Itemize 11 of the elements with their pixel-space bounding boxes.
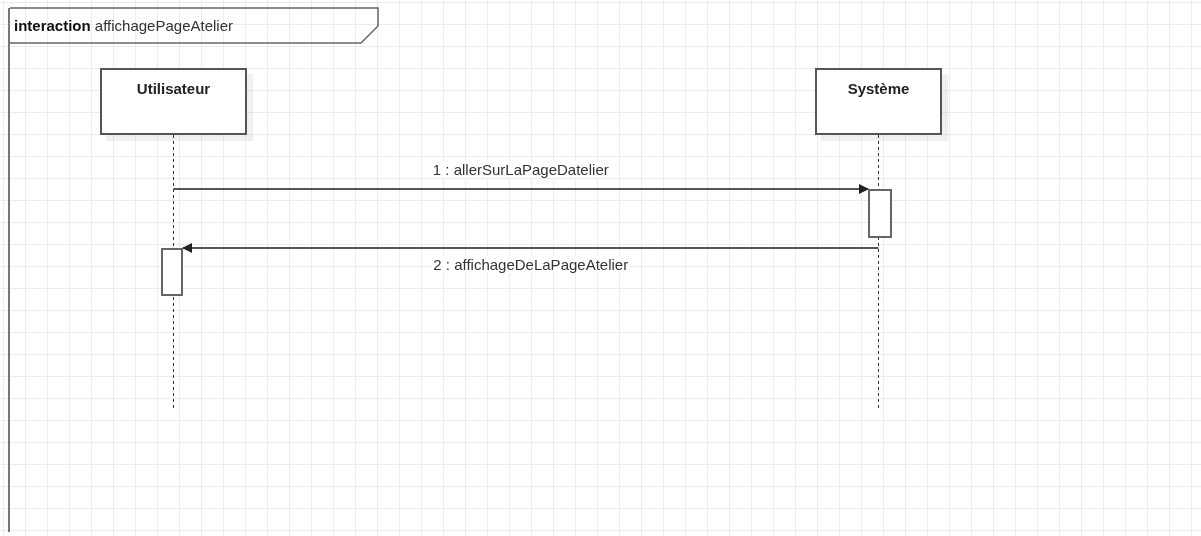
activation-bar [161, 248, 183, 296]
activation-bar [868, 189, 892, 238]
frame-title: interaction affichagePageAtelier [14, 17, 233, 34]
message-arrow [172, 184, 869, 194]
edge-label: 2 : affichageDeLaPageAtelier [431, 256, 631, 273]
lifeline-head [100, 68, 247, 135]
lifeline-head [815, 68, 942, 135]
lifeline-name: Utilisateur [136, 80, 211, 99]
edge-label: 1 : allerSurLaPageDatelier [430, 161, 611, 178]
lifeline-name: Système [847, 80, 910, 99]
message-arrow [182, 243, 880, 253]
